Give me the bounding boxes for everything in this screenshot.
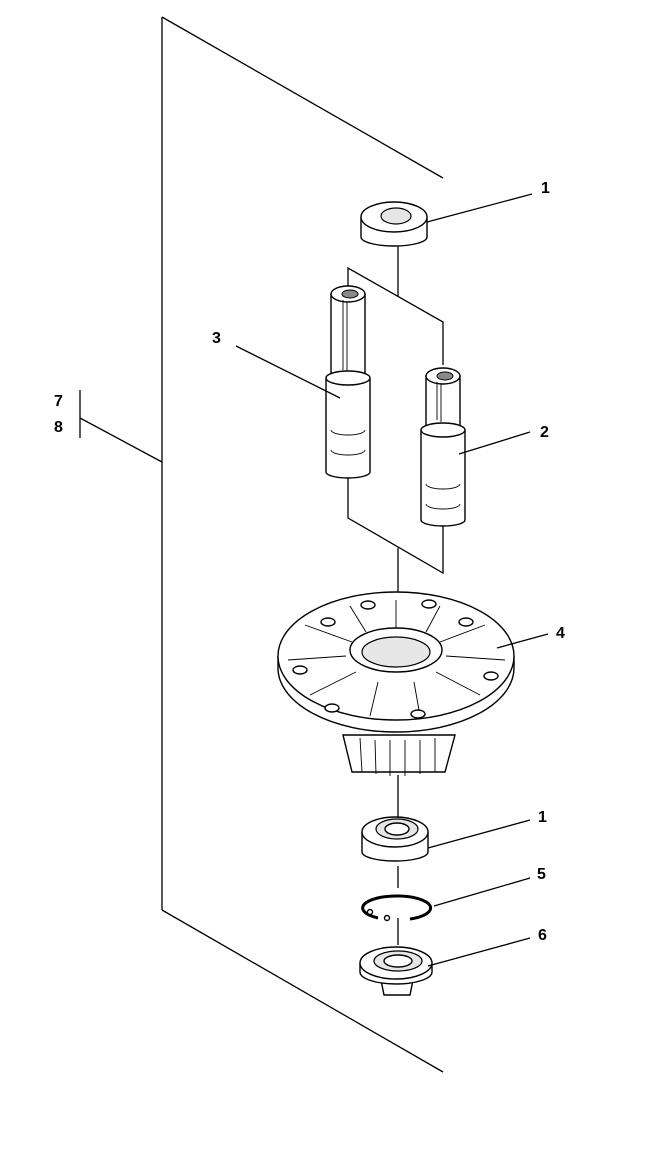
callout-1-bottom: 1 bbox=[538, 809, 547, 826]
spindle-shaft-right-part bbox=[420, 367, 466, 527]
callout-1-top: 1 bbox=[541, 180, 550, 197]
leader-lines bbox=[235, 193, 549, 967]
callout-5: 5 bbox=[537, 866, 546, 883]
shaft-alternative-frame bbox=[347, 266, 444, 575]
bearing-bottom-part bbox=[361, 816, 429, 862]
snap-ring-part bbox=[361, 894, 433, 922]
assembly-frame bbox=[79, 16, 444, 1073]
spindle-nut-part bbox=[359, 946, 433, 996]
callout-4: 4 bbox=[556, 625, 565, 642]
callout-3: 3 bbox=[212, 330, 221, 347]
bearing-top-part bbox=[360, 201, 428, 247]
callout-7: 7 bbox=[54, 393, 63, 410]
spindle-shaft-left-part bbox=[325, 285, 371, 479]
spindle-housing-part bbox=[277, 591, 515, 776]
callout-6: 6 bbox=[538, 927, 547, 944]
callout-2: 2 bbox=[540, 424, 549, 441]
callout-8: 8 bbox=[54, 419, 63, 436]
